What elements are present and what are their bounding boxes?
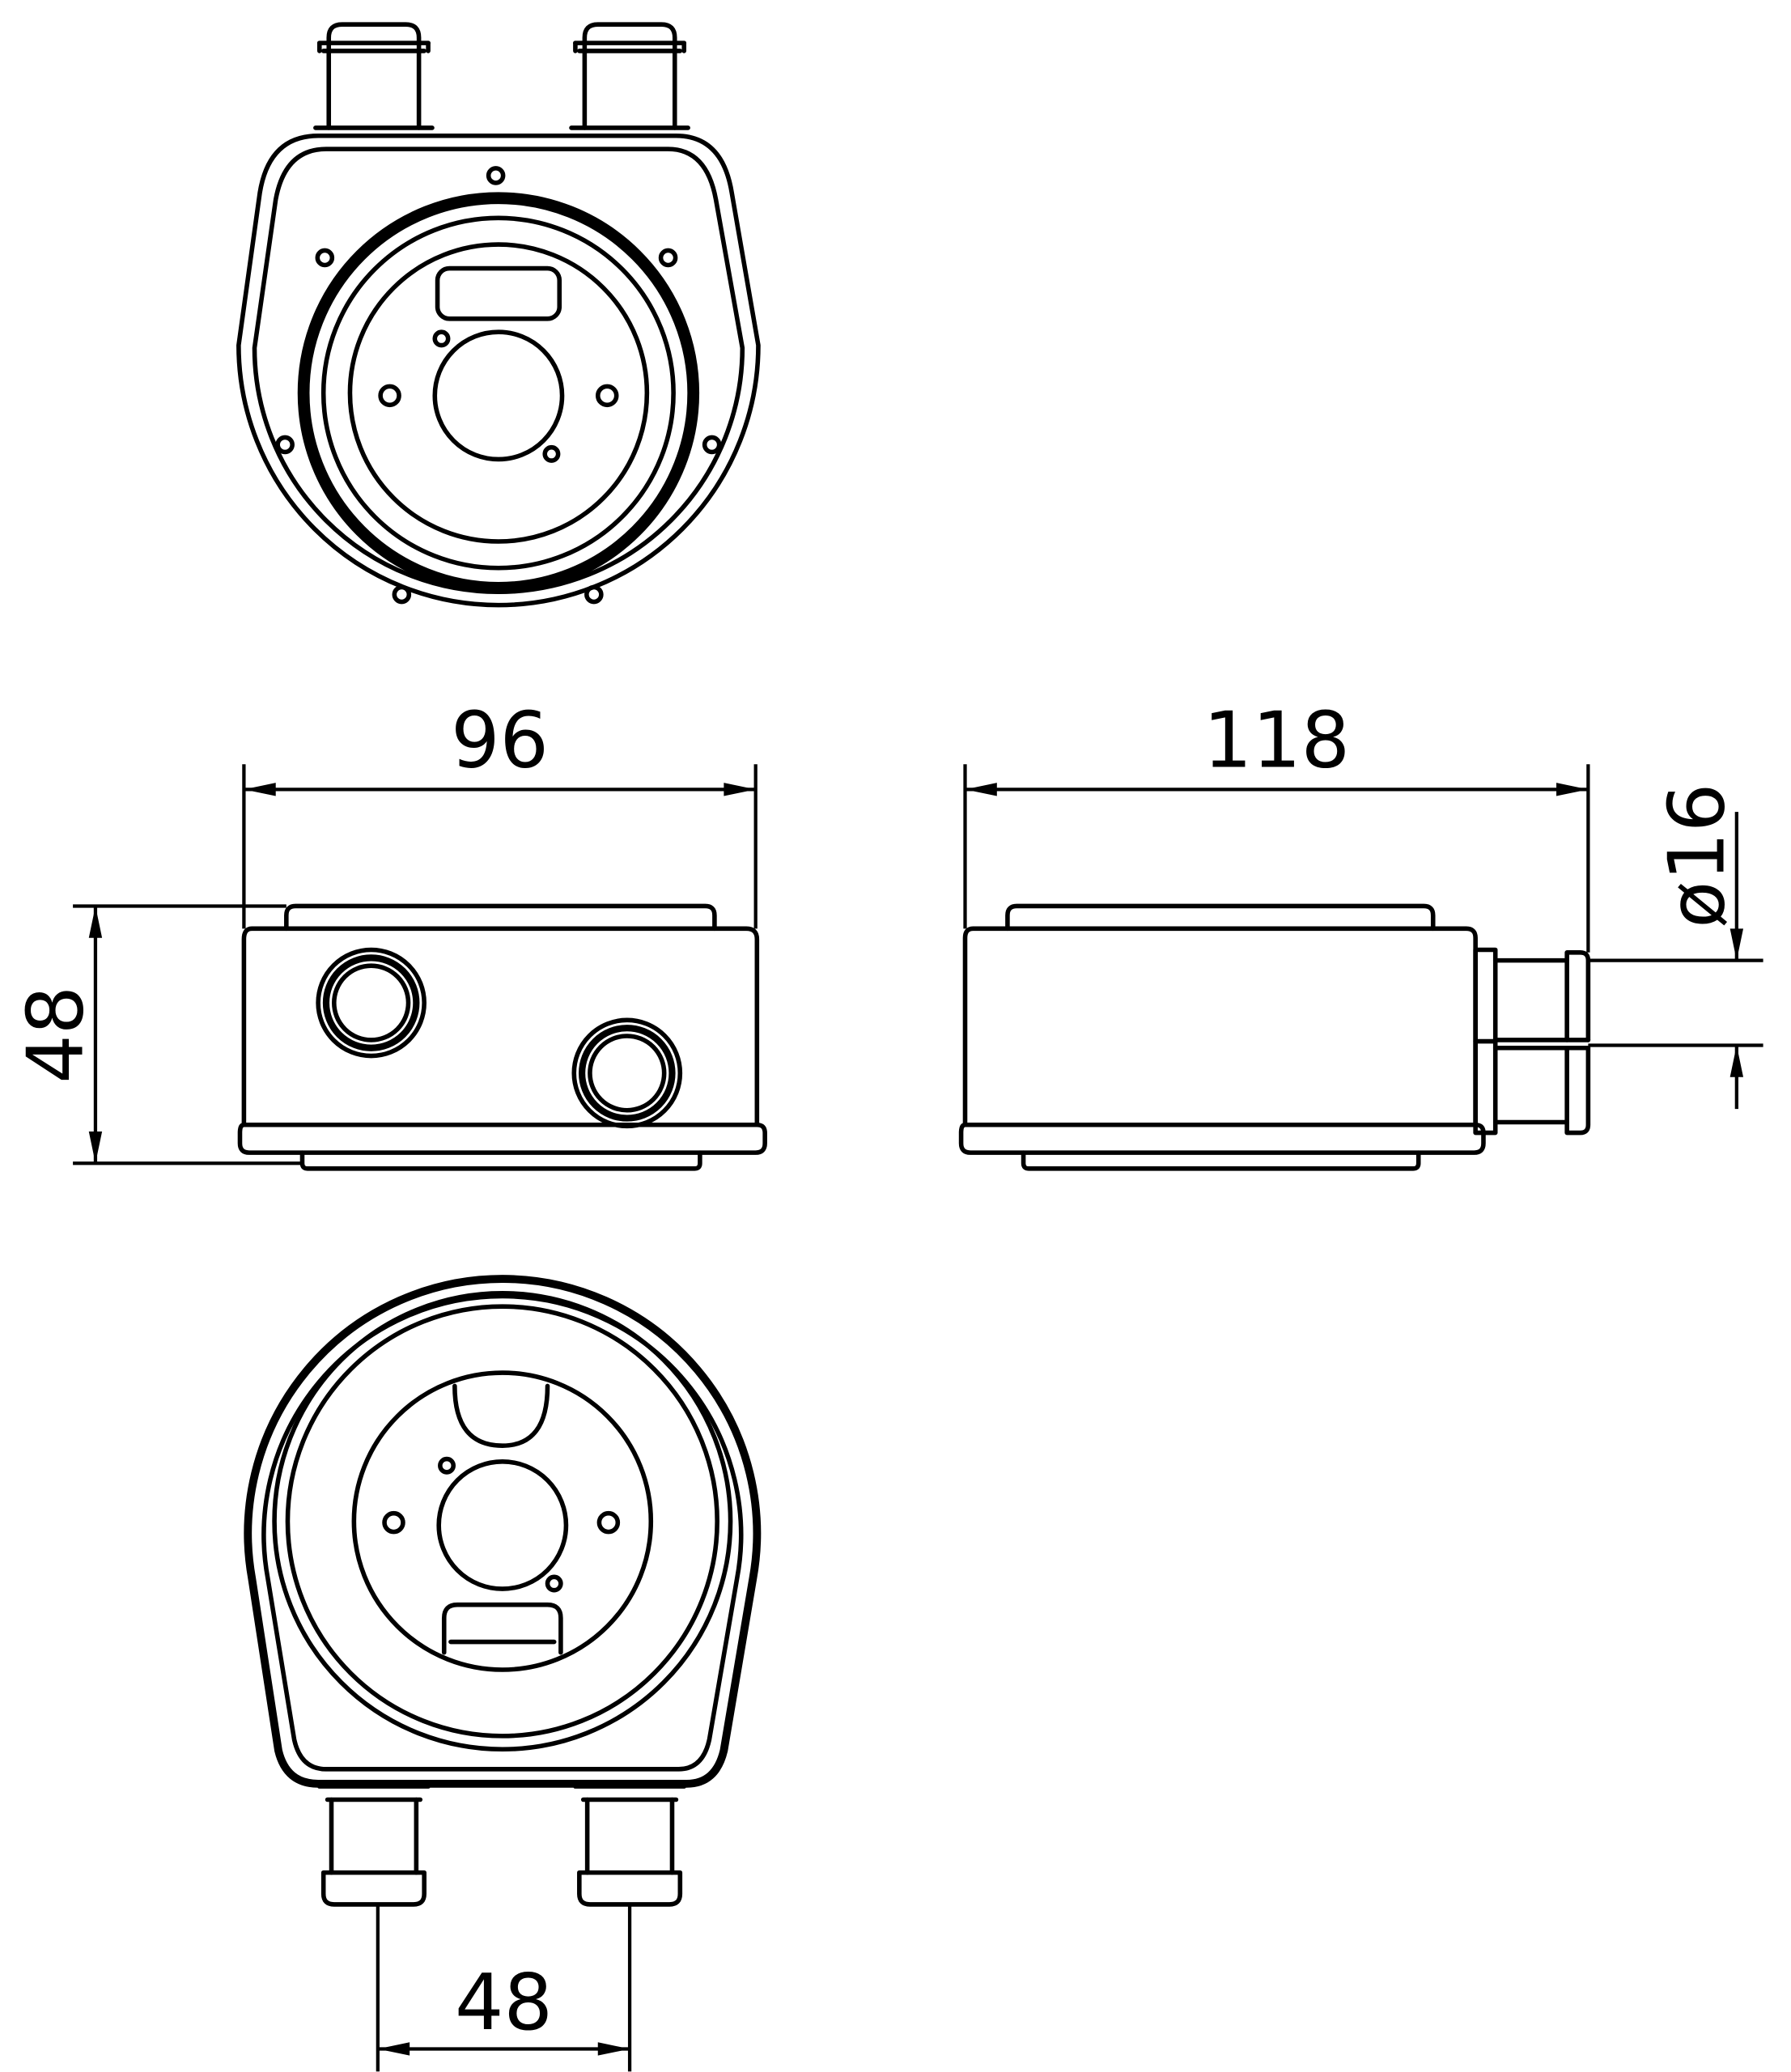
dimension-label-96: 96 [451,696,549,785]
front-view-port-left [316,947,427,1059]
dimension-pipe-diameter: ø16 [1588,783,1763,1110]
dimension-width-front: 96 [242,696,758,929]
top-view-pipe-right [569,22,690,130]
dimension-label-48-height: 48 [12,986,101,1084]
top-view-body-outer [236,133,761,608]
top-view-pipe-left [313,22,435,130]
top-view-slot [435,265,562,321]
dimension-pipe-spacing: 48 [376,1904,632,2072]
dimension-label-48-spacing: 48 [455,1959,553,2048]
front-view-top-plate [284,903,717,932]
side-view [958,903,1591,1171]
side-view-pipes [1473,947,1591,1136]
bottom-view [244,1275,762,1907]
dimension-length-side: 118 [963,696,1590,953]
bottom-view-inner-plate [351,1370,654,1672]
front-view [237,903,767,1171]
top-view-body-inner [252,146,745,595]
front-view-port-right [571,1017,683,1129]
side-view-body [962,926,1478,1127]
top-view-gasket-ring [297,192,700,594]
top-view-center-port [432,329,565,462]
side-view-base [958,1122,1486,1155]
bottom-view-center-port [436,1459,569,1591]
dimension-label-118: 118 [1203,696,1350,785]
bottom-view-body-outer [244,1275,762,1788]
front-view-body [241,926,760,1127]
dimension-height-front: 48 [12,904,303,1166]
front-view-base [237,1122,767,1155]
side-view-top-plate [1005,903,1436,932]
top-view [236,22,761,608]
bottom-view-pipe-right [573,1784,687,1907]
dimension-label-diameter-16: ø16 [1653,783,1742,928]
bottom-view-pipe-left [316,1784,431,1907]
bottom-view-body-inner [261,1293,744,1772]
